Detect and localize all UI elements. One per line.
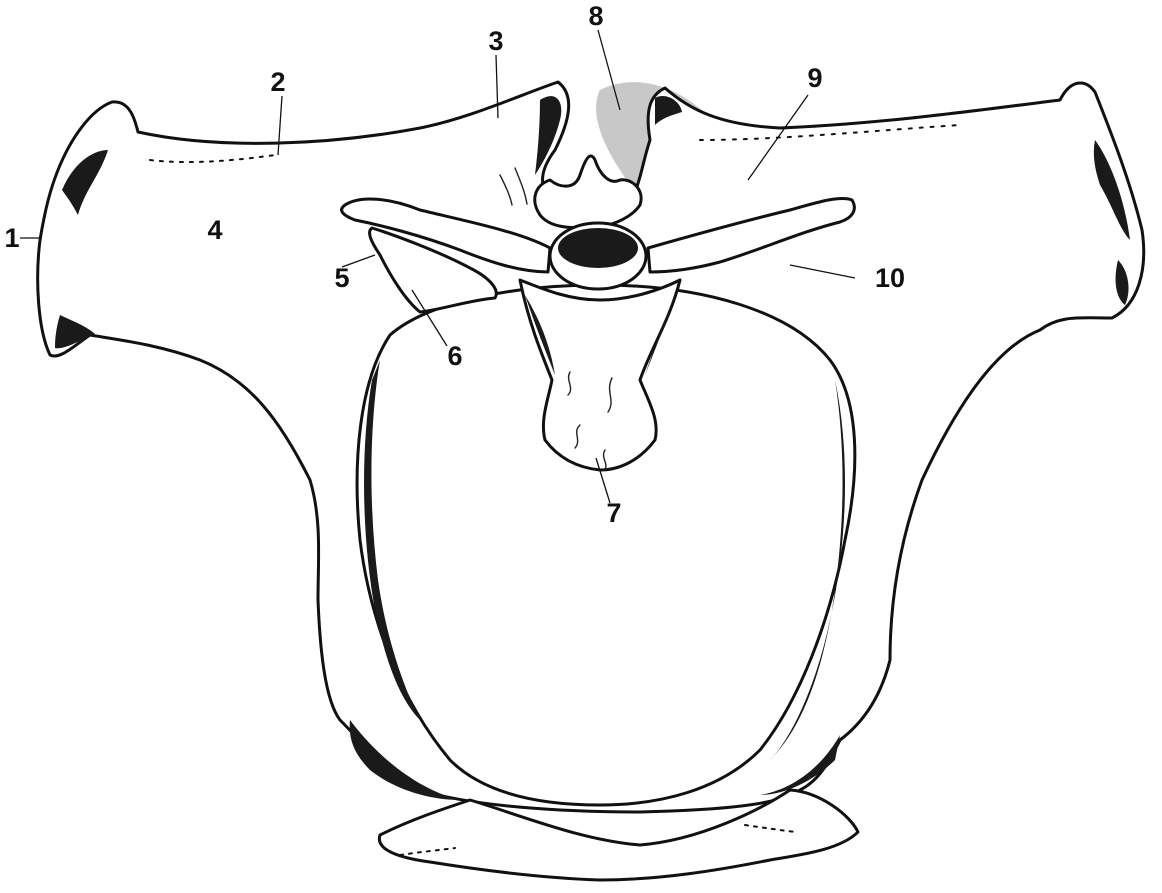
label-3: 3 xyxy=(488,26,503,56)
label-7: 7 xyxy=(606,498,621,528)
label-6: 6 xyxy=(447,341,462,371)
label-10: 10 xyxy=(875,263,905,293)
label-9: 9 xyxy=(807,63,822,93)
label-5: 5 xyxy=(334,263,349,293)
label-2: 2 xyxy=(270,67,285,97)
label-4: 4 xyxy=(207,215,222,245)
label-8: 8 xyxy=(588,1,603,31)
label-1: 1 xyxy=(4,223,19,253)
